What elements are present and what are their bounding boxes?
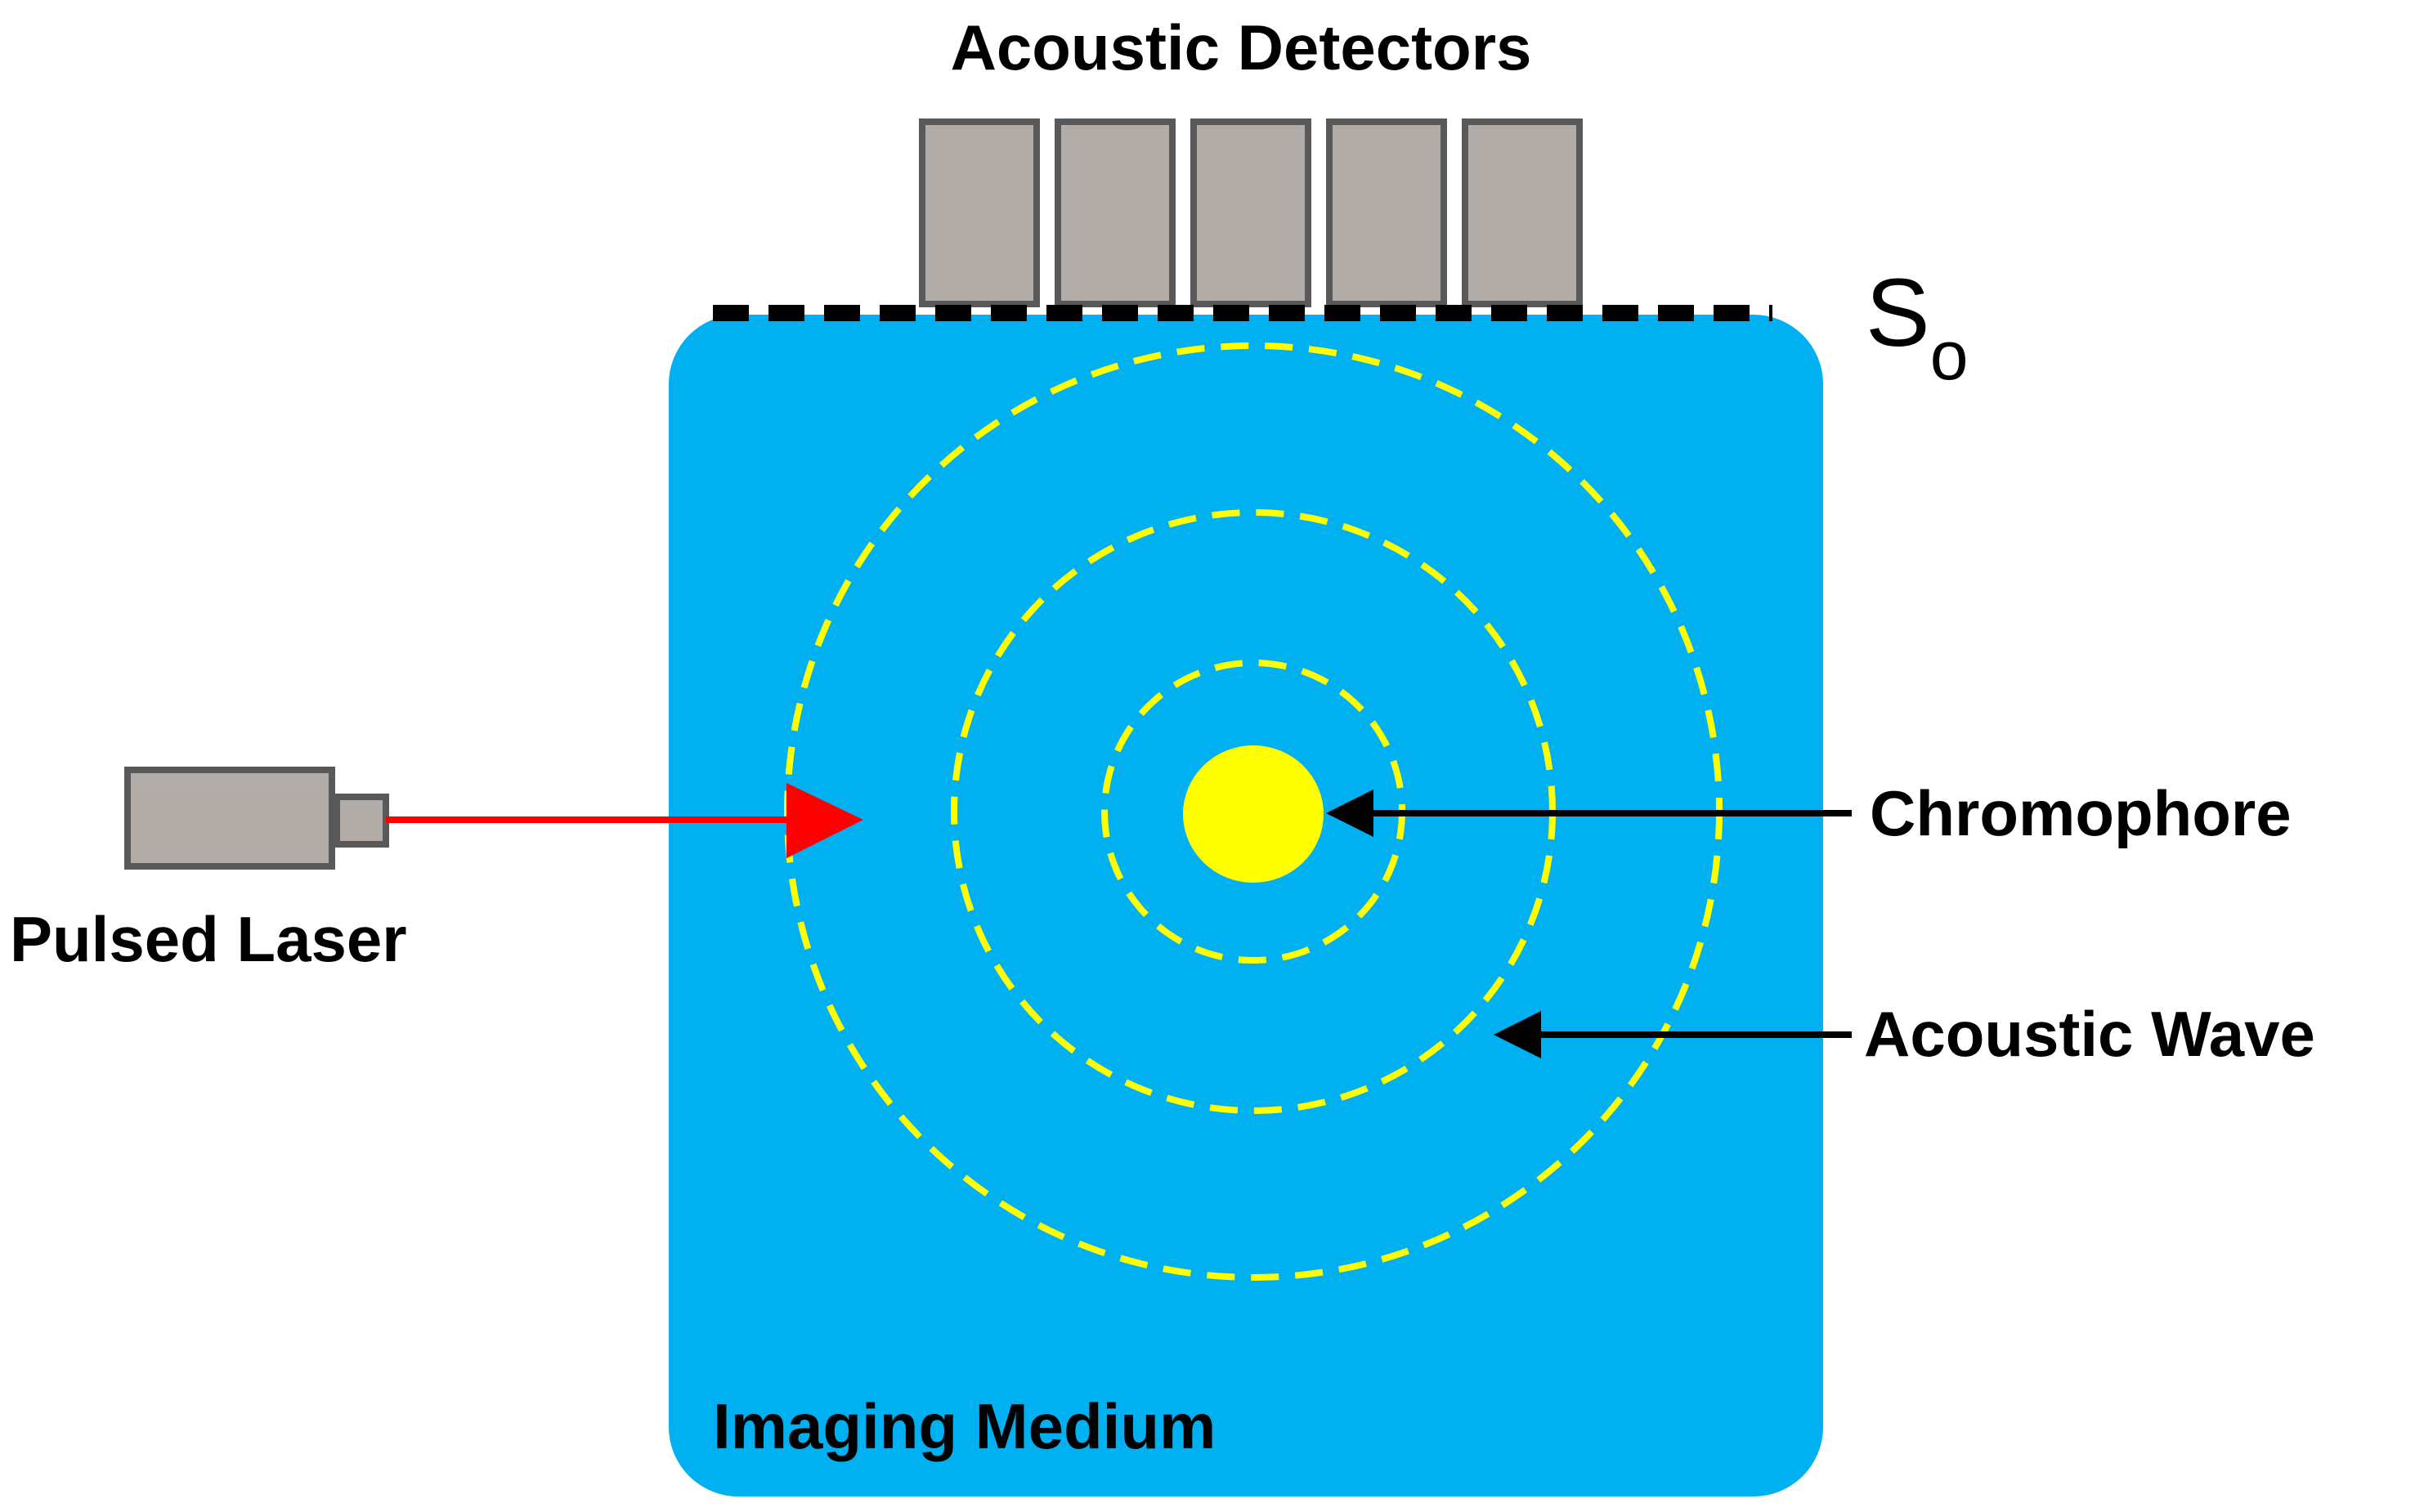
acoustic-detector	[1326, 119, 1447, 307]
pulsed-laser-label: Pulsed Laser	[10, 903, 407, 975]
acoustic-wave-label: Acoustic Wave	[1864, 998, 2315, 1070]
acoustic-wave-pointer-arrowhead	[1494, 1011, 1541, 1058]
acoustic-detector	[919, 119, 1040, 307]
imaging-medium	[669, 315, 1823, 1496]
acoustic-detector-array	[919, 119, 1583, 307]
acoustic-detector	[1462, 119, 1583, 307]
laser-beam-arrowhead	[786, 783, 863, 858]
acoustic-detector	[1190, 119, 1311, 307]
acoustic-detector	[1055, 119, 1176, 307]
surface-label-subscript: o	[1930, 317, 1969, 394]
laser-icon	[124, 767, 389, 870]
acoustic-detectors-label: Acoustic Detectors	[951, 11, 1532, 83]
laser-body	[124, 767, 335, 870]
chromophore-label: Chromophore	[1870, 777, 2292, 849]
chromophore-pointer-arrowhead	[1326, 790, 1373, 837]
surface-label: So	[1866, 259, 1968, 394]
surface-label-main: S	[1866, 259, 1930, 367]
laser-aperture	[334, 794, 389, 848]
chromophore	[1183, 745, 1324, 883]
imaging-medium-label: Imaging Medium	[713, 1390, 1216, 1462]
